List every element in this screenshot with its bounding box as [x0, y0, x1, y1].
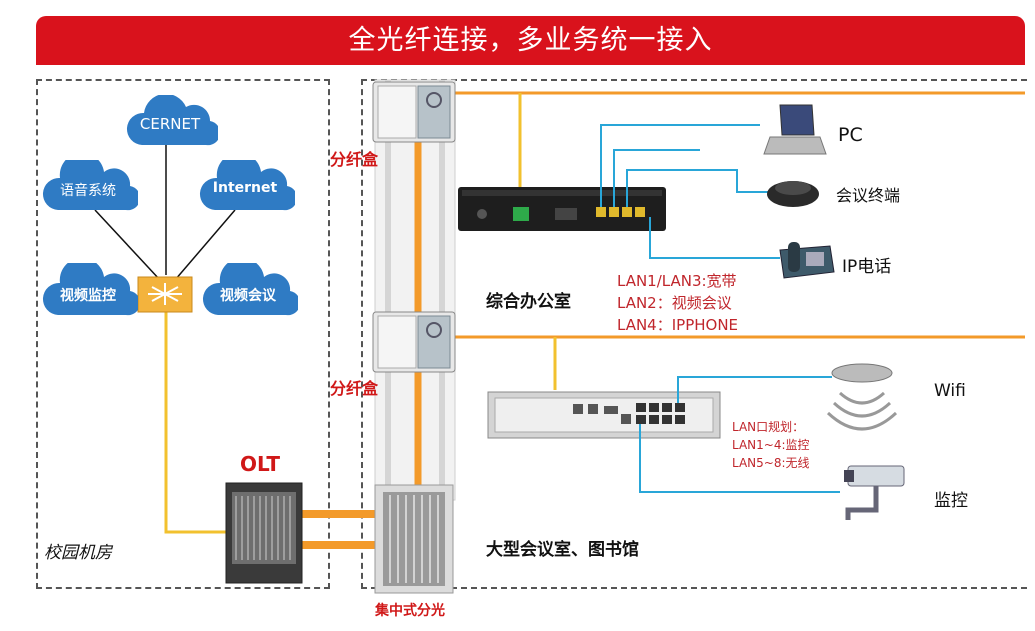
lan-line-wifi [677, 376, 832, 403]
olt-label: OLT [240, 452, 281, 476]
wifi-ap-icon [826, 363, 898, 431]
ip-phone-label: IP电话 [842, 257, 892, 277]
conf-terminal-label: 会议终端 [836, 186, 901, 205]
camera-icon [844, 465, 905, 520]
hall-lan-plan-2: LAN1~4:监控 [732, 438, 810, 452]
switch-device-icon [487, 391, 721, 439]
splitter-box-mid-icon [372, 311, 456, 373]
office-lan-plan-2: LAN2：视频会议 [617, 294, 732, 312]
lan-line-camera [639, 424, 840, 493]
olt-chassis-icon [225, 482, 303, 584]
office-lan-plan-1: LAN1/LAN3:宽带 [617, 272, 737, 290]
pc-label: PC [838, 124, 863, 146]
banner-title: 全光纤连接，多业务统一接入 [36, 16, 1025, 65]
uplink-line [164, 312, 240, 534]
lan-line-phone [649, 217, 780, 259]
office-title: 综合办公室 [486, 292, 571, 312]
cloud-icon [42, 152, 141, 211]
lan-line-conf-2 [626, 169, 770, 207]
ont-device-icon [458, 187, 666, 231]
building-region [361, 79, 1027, 589]
cloud-voice-system: 语音系统 [38, 152, 141, 218]
link-internet [174, 209, 236, 281]
campus-room-region [36, 79, 330, 589]
lan-line-pc [600, 124, 760, 207]
cloud-icon [42, 257, 141, 316]
hall-lan-plan-1: LAN口规划： [732, 420, 805, 434]
router-icon [137, 276, 193, 313]
cloud-cernet: CERNET [122, 93, 221, 153]
laptop-icon [763, 104, 827, 155]
cloud-icon [199, 152, 298, 211]
campus-room-label: 校园机房 [44, 543, 112, 563]
central-splitter-label: 集中式分光 [375, 603, 445, 619]
ip-phone-icon [779, 242, 835, 279]
splitter-box-mid-label: 分纤盒 [330, 379, 379, 398]
cloud-icon [126, 93, 221, 146]
camera-label: 监控 [934, 491, 968, 511]
cloud-internet: Internet [195, 152, 298, 218]
hall-title: 大型会议室、图书馆 [486, 540, 639, 560]
splitter-box-top-icon [372, 81, 456, 143]
hall-lan-plan-3: LAN5~8:无线 [732, 456, 810, 470]
conference-terminal-icon [767, 181, 819, 207]
splitter-box-top-label: 分纤盒 [330, 150, 379, 169]
wifi-label: Wifi [934, 381, 966, 401]
central-splitter-rack-icon [374, 484, 454, 594]
cloud-icon [202, 257, 301, 316]
lan-line-conf-1 [613, 149, 700, 207]
cloud-video-monitor: 视频监控 [38, 257, 141, 323]
office-lan-plan-3: LAN4：IPPHONE [617, 316, 739, 334]
link-voice [94, 209, 161, 281]
cloud-video-conference: 视频会议 [198, 257, 301, 323]
